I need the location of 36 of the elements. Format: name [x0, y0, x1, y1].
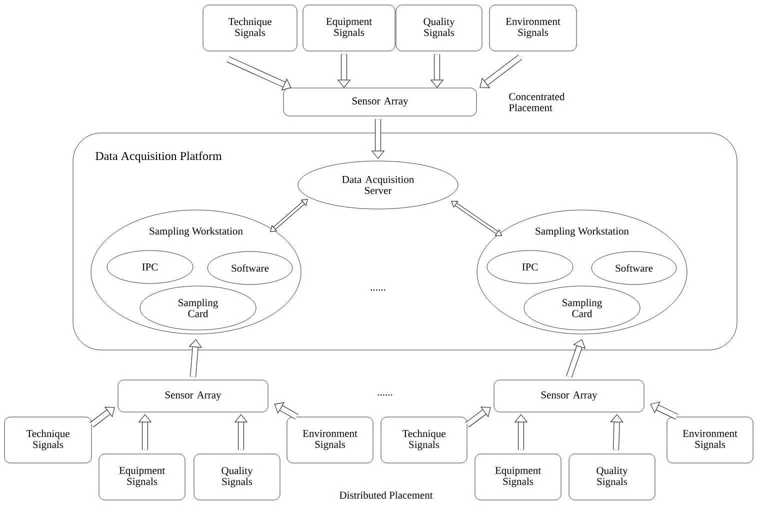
- signal-box: Environment Signals: [489, 4, 577, 52]
- block-arrow: [189, 339, 202, 378]
- block-arrow: [234, 414, 248, 450]
- block-arrow: [90, 406, 115, 428]
- placement-note: Distributed Placement: [340, 491, 433, 499]
- block-arrow: [338, 54, 350, 88]
- ellipsis-dots: ......: [378, 394, 392, 396]
- block-arrow: [138, 414, 152, 450]
- signal-box: Equipment Signals: [302, 4, 396, 52]
- signal-box: Equipment Signals: [98, 454, 186, 500]
- signal-box: Environment Signals: [286, 416, 374, 464]
- block-arrow: [430, 54, 444, 88]
- sensor-array-box: Sensor Array: [283, 88, 477, 116]
- signal-box: Technique Signals: [380, 416, 468, 464]
- block-arrow: [610, 414, 624, 450]
- signal-box: Quality Signals: [396, 4, 482, 52]
- block-arrow: [270, 199, 308, 232]
- signal-box: Quality Signals: [568, 454, 656, 500]
- signal-box: Equipment Signals: [474, 454, 562, 500]
- signal-box: Quality Signals: [194, 454, 280, 500]
- block-arrow: [480, 54, 522, 88]
- signal-box: Technique Signals: [202, 4, 298, 52]
- block-arrow: [372, 119, 384, 159]
- sensor-array-box: Sensor Array: [118, 380, 268, 412]
- block-arrow: [274, 402, 298, 420]
- block-arrow: [451, 201, 502, 236]
- block-arrow: [566, 339, 586, 378]
- block-arrow: [226, 56, 292, 90]
- block-arrow: [650, 402, 678, 420]
- ellipsis-dots: ......: [370, 289, 386, 291]
- block-arrow: [514, 414, 528, 450]
- signal-box: Environment Signals: [666, 416, 754, 464]
- block-arrow: [465, 406, 491, 428]
- signal-box: Technique Signals: [4, 416, 92, 464]
- placement-note: Concentrated Placement: [509, 92, 565, 112]
- sensor-array-box: Sensor Array: [494, 380, 644, 412]
